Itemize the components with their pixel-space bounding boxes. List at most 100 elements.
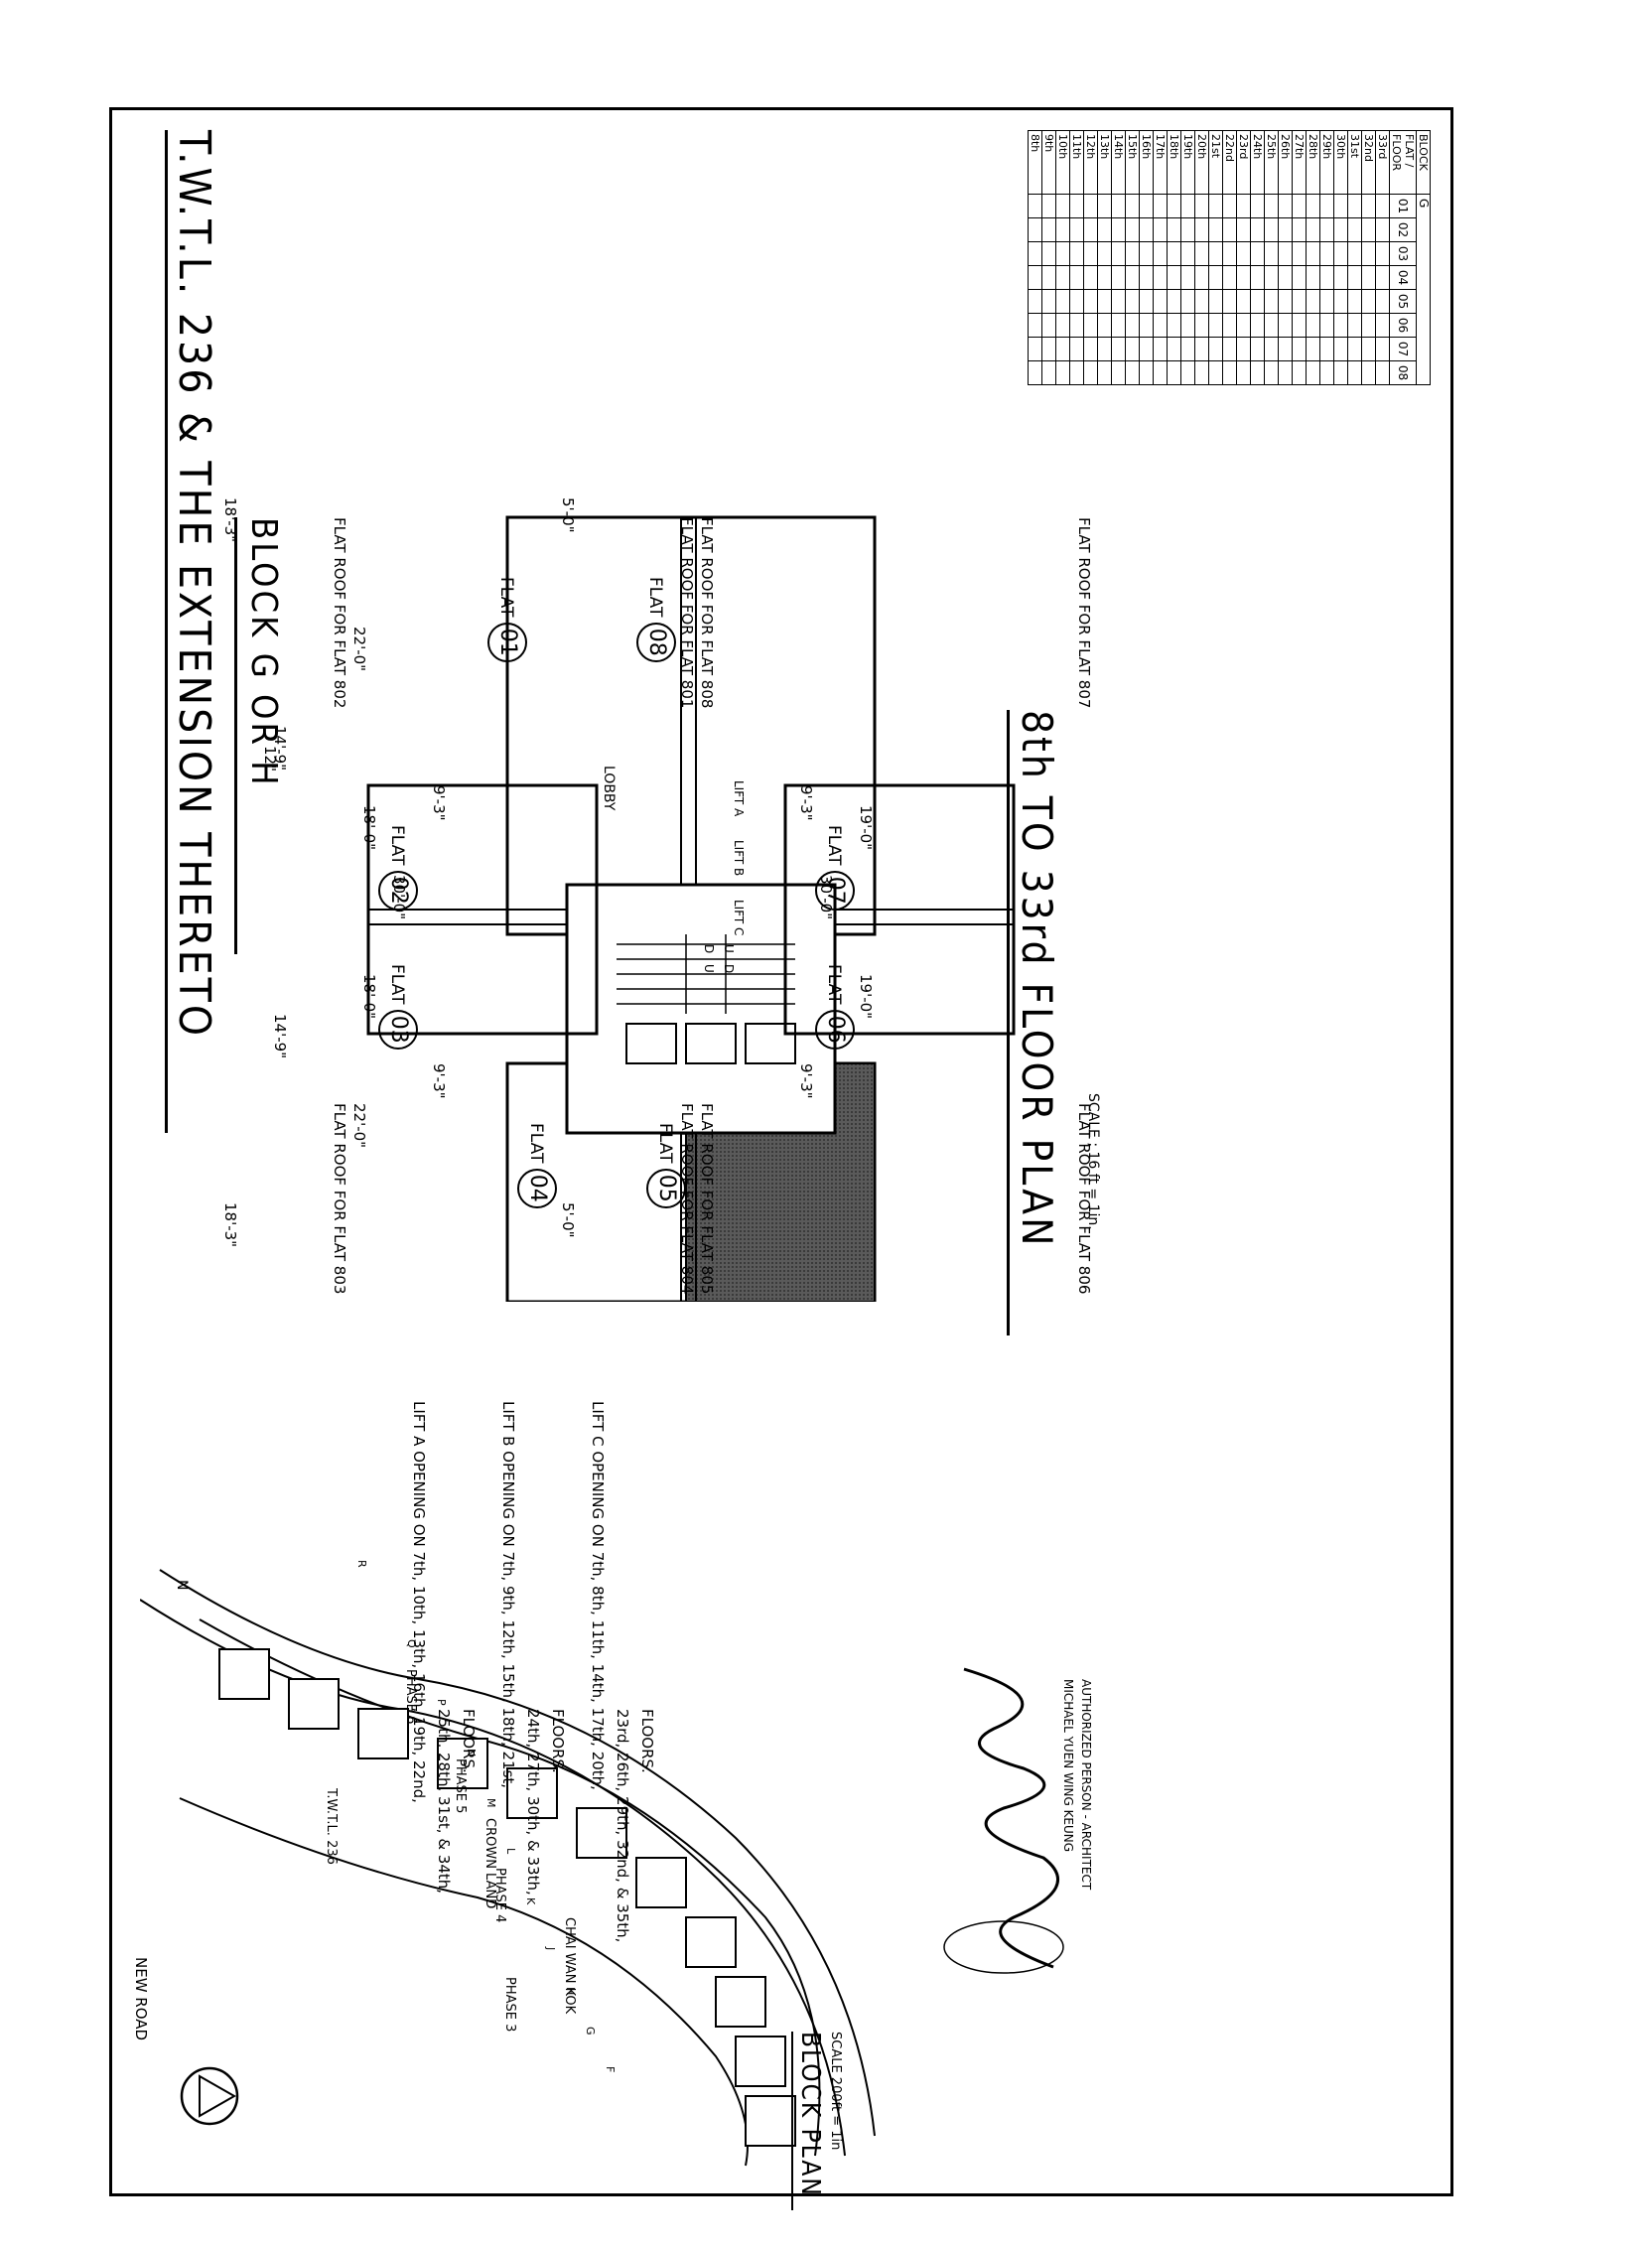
schedule-cell <box>1139 194 1154 218</box>
schedule-cell <box>1194 289 1209 314</box>
schedule-floor-label: 29th <box>1319 130 1334 195</box>
schedule-cell <box>1222 337 1237 361</box>
schedule-cell <box>1055 289 1070 314</box>
schedule-cell <box>1347 194 1362 218</box>
schedule-flat-header: FLAT <box>1403 134 1416 161</box>
block-plan-site <box>140 1569 876 2167</box>
schedule-cell <box>1028 265 1042 290</box>
schedule-cell <box>1125 337 1140 361</box>
north-arrow-label: N <box>174 1580 190 1591</box>
schedule-floor-row: 17th <box>1153 130 1168 385</box>
schedule-cell <box>1055 241 1070 266</box>
schedule-cell <box>1361 337 1376 361</box>
schedule-floor-label: 20th <box>1194 130 1209 195</box>
schedule-floor-row: 33rd <box>1375 130 1390 385</box>
lift-a-label: LIFT A <box>732 780 746 817</box>
schedule-cell <box>1278 289 1293 314</box>
schedule-cell <box>1306 289 1320 314</box>
schedule-cell <box>1167 265 1181 290</box>
schedule-cell <box>1194 194 1209 218</box>
schedule-cell <box>1180 265 1195 290</box>
schedule-cell <box>1111 217 1126 242</box>
schedule-cell <box>1055 337 1070 361</box>
schedule-cell <box>1278 217 1293 242</box>
schedule-floor-label: 22nd <box>1222 130 1237 195</box>
block-id-p: P <box>435 1699 448 1706</box>
schedule-floor-label: 23rd <box>1236 130 1251 195</box>
schedule-cell <box>1292 241 1307 266</box>
lift-b-note-3: FLOORS. <box>549 1709 567 1773</box>
schedule-cell <box>1167 217 1181 242</box>
schedule-floor-label: 12th <box>1083 130 1098 195</box>
schedule-floor-row: 22nd <box>1222 130 1237 385</box>
schedule-cell <box>1222 241 1237 266</box>
schedule-cell <box>1306 217 1320 242</box>
schedule-cell <box>1097 337 1112 361</box>
schedule-cell <box>1319 194 1334 218</box>
schedule-floor-row: 15th <box>1125 130 1140 385</box>
schedule-cell <box>1125 194 1140 218</box>
schedule-cell <box>1111 289 1126 314</box>
schedule-cell <box>1139 313 1154 338</box>
schedule-cell <box>1208 360 1223 385</box>
schedule-floor-row: 20th <box>1194 130 1209 385</box>
schedule-floor-row: 30th <box>1333 130 1348 385</box>
schedule-cell <box>1375 337 1390 361</box>
schedule-cell <box>1194 360 1209 385</box>
schedule-cell <box>1264 217 1279 242</box>
schedule-cell <box>1153 337 1168 361</box>
stair-mark-1: U <box>722 944 736 953</box>
schedule-cell <box>1250 289 1265 314</box>
schedule-cell <box>1055 194 1070 218</box>
schedule-cell <box>1250 360 1265 385</box>
schedule-cell <box>1347 360 1362 385</box>
schedule-cell <box>1306 337 1320 361</box>
block-id-m: M <box>484 1798 497 1808</box>
schedule-cell <box>1153 360 1168 385</box>
block-plan-heading: BLOCK PLAN <box>795 2032 825 2197</box>
schedule-cell <box>1069 337 1084 361</box>
block-id-h: H <box>564 1987 577 1996</box>
schedule-cell <box>1319 289 1334 314</box>
schedule-cell <box>1097 217 1112 242</box>
schedule-cell <box>1333 337 1348 361</box>
dim-12-a: 12" <box>261 746 279 772</box>
schedule-cell <box>1180 360 1195 385</box>
schedule-cell <box>1375 194 1390 218</box>
schedule-cell <box>1222 313 1237 338</box>
schedule-cell <box>1292 360 1307 385</box>
schedule-cell <box>1208 194 1223 218</box>
schedule-cell <box>1264 360 1279 385</box>
schedule-cell <box>1250 241 1265 266</box>
stair-mark-3: D <box>722 964 736 974</box>
schedule-cell <box>1319 217 1334 242</box>
schedule-cell <box>1180 241 1195 266</box>
schedule-cell <box>1333 289 1348 314</box>
schedule-cell <box>1333 241 1348 266</box>
flat-roof-804: FLAT ROOF FOR FLAT 804 <box>678 1103 696 1295</box>
schedule-cell <box>1375 217 1390 242</box>
phase-4: PHASE 4 <box>492 1868 507 1923</box>
schedule-cell <box>1250 337 1265 361</box>
lift-b-note: LIFT B OPENING ON 7th, 9th, 12th, 15th, … <box>499 1401 517 1789</box>
schedule-cell <box>1278 194 1293 218</box>
schedule-cell <box>1250 217 1265 242</box>
schedule-cell <box>1028 313 1042 338</box>
schedule-flat-col: 07 <box>1389 337 1417 361</box>
schedule-cell <box>1208 265 1223 290</box>
schedule-cell <box>1069 313 1084 338</box>
schedule-floor-row: 18th <box>1167 130 1181 385</box>
schedule-floor-label: 17th <box>1153 130 1168 195</box>
schedule-cell <box>1041 194 1056 218</box>
schedule-cell <box>1153 194 1168 218</box>
schedule-cell <box>1028 360 1042 385</box>
schedule-cell <box>1208 217 1223 242</box>
dim-9-3-d: 9'-3" <box>797 1063 815 1099</box>
schedule-cell <box>1139 360 1154 385</box>
schedule-floor-row: 25th <box>1264 130 1279 385</box>
flat-roof-801: FLAT ROOF FOR FLAT 801 <box>678 517 696 709</box>
schedule-cell <box>1097 241 1112 266</box>
block-id-k: K <box>524 1897 537 1905</box>
schedule-floor-header: FLOOR <box>1390 134 1403 172</box>
